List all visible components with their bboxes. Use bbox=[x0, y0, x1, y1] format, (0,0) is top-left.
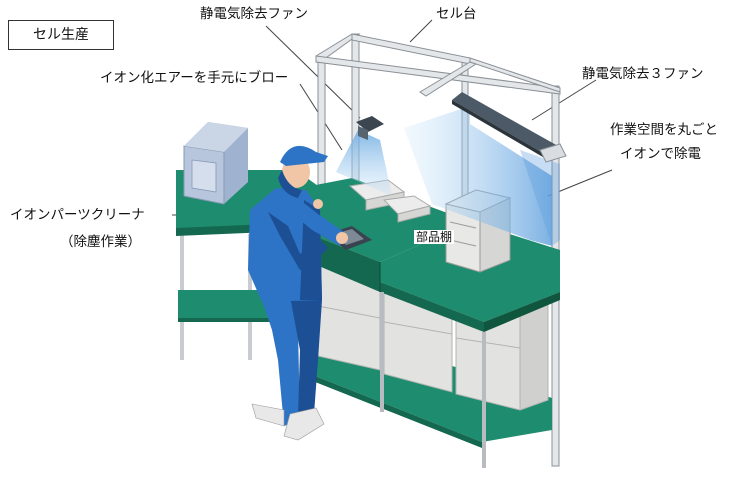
label-cleaner-line1: イオンパーツクリーナ bbox=[10, 207, 145, 223]
label-static-fan-3: 静電気除去３ファン bbox=[582, 66, 704, 82]
label-cell-stand: セル台 bbox=[436, 6, 477, 22]
label-static-fan: 静電気除去ファン bbox=[200, 6, 308, 22]
label-workspace-line1: 作業空間を丸ごと bbox=[610, 122, 718, 138]
label-workspace-line2: イオンで除電 bbox=[620, 146, 701, 162]
label-cleaner-line2: （除塵作業） bbox=[60, 234, 141, 250]
label-ion-blow: イオン化エアーを手元にブロー bbox=[100, 70, 288, 86]
section-title: セル生産 bbox=[8, 20, 114, 50]
label-parts-shelf: 部品棚 bbox=[414, 230, 454, 244]
